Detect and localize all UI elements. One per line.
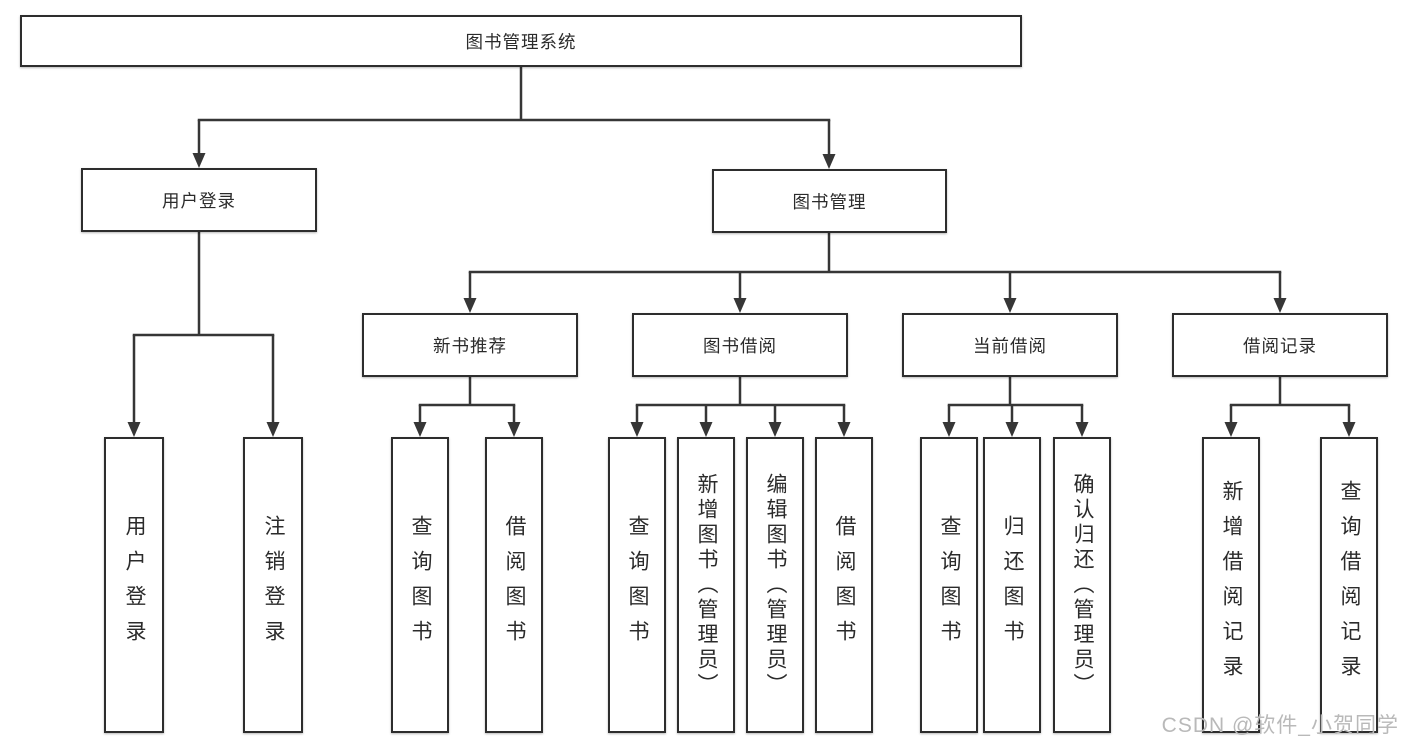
leaf-query-books-borrow-label: 查询图书 (626, 515, 649, 655)
leaf-logout: 注销登录 (243, 437, 303, 733)
leaf-confirm-return-admin-label: 确认归还（管理员） (1071, 472, 1094, 698)
leaf-logout-label: 注销登录 (262, 515, 285, 655)
node-current-borrow: 当前借阅 (902, 313, 1118, 377)
leaf-edit-books-admin: 编辑图书（管理员） (746, 437, 804, 733)
leaf-query-books-current: 查询图书 (920, 437, 978, 733)
node-current-borrow-label: 当前借阅 (973, 335, 1047, 356)
leaf-add-borrow-record: 新增借阅记录 (1202, 437, 1260, 733)
leaf-query-books-recommend-label: 查询图书 (409, 515, 432, 655)
leaf-return-books-label: 归还图书 (1001, 515, 1024, 655)
leaf-confirm-return-admin: 确认归还（管理员） (1053, 437, 1111, 733)
leaf-borrow-books-label: 借阅图书 (833, 515, 856, 655)
node-user-login-label: 用户登录 (162, 190, 236, 211)
leaf-add-books-admin-label: 新增图书（管理员） (695, 472, 718, 698)
leaf-borrow-books: 借阅图书 (815, 437, 873, 733)
leaf-edit-books-admin-label: 编辑图书（管理员） (764, 472, 787, 698)
leaf-add-books-admin: 新增图书（管理员） (677, 437, 735, 733)
node-borrow-records: 借阅记录 (1172, 313, 1388, 377)
node-user-login: 用户登录 (81, 168, 317, 232)
leaf-query-books-borrow: 查询图书 (608, 437, 666, 733)
leaf-borrow-books-recommend: 借阅图书 (485, 437, 543, 733)
leaf-return-books: 归还图书 (983, 437, 1041, 733)
leaf-borrow-books-recommend-label: 借阅图书 (503, 515, 526, 655)
node-root-system: 图书管理系统 (20, 15, 1022, 67)
node-new-book-recommend-label: 新书推荐 (433, 335, 507, 356)
node-book-borrow-label: 图书借阅 (703, 335, 777, 356)
leaf-query-borrow-record-label: 查询借阅记录 (1338, 480, 1361, 690)
node-book-management-label: 图书管理 (792, 191, 867, 212)
node-book-borrow: 图书借阅 (632, 313, 848, 377)
leaf-user-login-label: 用户登录 (123, 515, 146, 655)
leaf-add-borrow-record-label: 新增借阅记录 (1220, 480, 1243, 690)
watermark-text: CSDN @软件_小贺同学 (1161, 714, 1399, 737)
node-root-label: 图书管理系统 (465, 31, 577, 52)
leaf-user-login: 用户登录 (104, 437, 164, 733)
leaf-query-books-recommend: 查询图书 (391, 437, 449, 733)
node-new-book-recommend: 新书推荐 (362, 313, 578, 377)
leaf-query-borrow-record: 查询借阅记录 (1320, 437, 1378, 733)
node-book-management: 图书管理 (712, 169, 947, 233)
leaf-query-books-current-label: 查询图书 (938, 515, 961, 655)
node-borrow-records-label: 借阅记录 (1243, 335, 1317, 356)
